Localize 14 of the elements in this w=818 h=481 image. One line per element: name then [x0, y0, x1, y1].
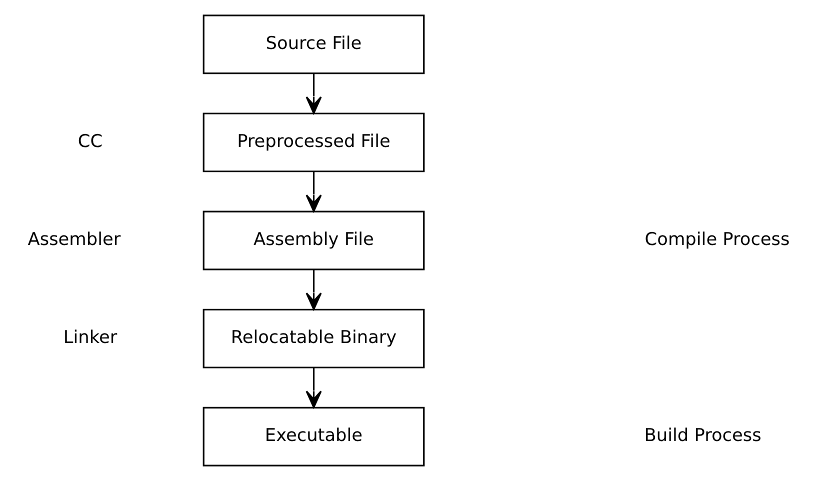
node-box: Assembly File: [202, 210, 425, 270]
label: Assembler: [28, 230, 121, 250]
label: Compile Process: [644, 230, 790, 250]
arrow: [306, 171, 322, 212]
arrow: [306, 270, 322, 310]
label: CC: [78, 132, 103, 152]
node-box: Preprocessed File: [202, 112, 425, 172]
arrow: [306, 73, 322, 114]
label: Linker: [63, 328, 118, 348]
arrow: [306, 368, 322, 408]
label: Build Process: [644, 426, 762, 446]
node-box: Relocatable Binary: [202, 308, 425, 368]
node-box: Source File: [202, 14, 425, 74]
node-box: Executable: [202, 406, 425, 466]
